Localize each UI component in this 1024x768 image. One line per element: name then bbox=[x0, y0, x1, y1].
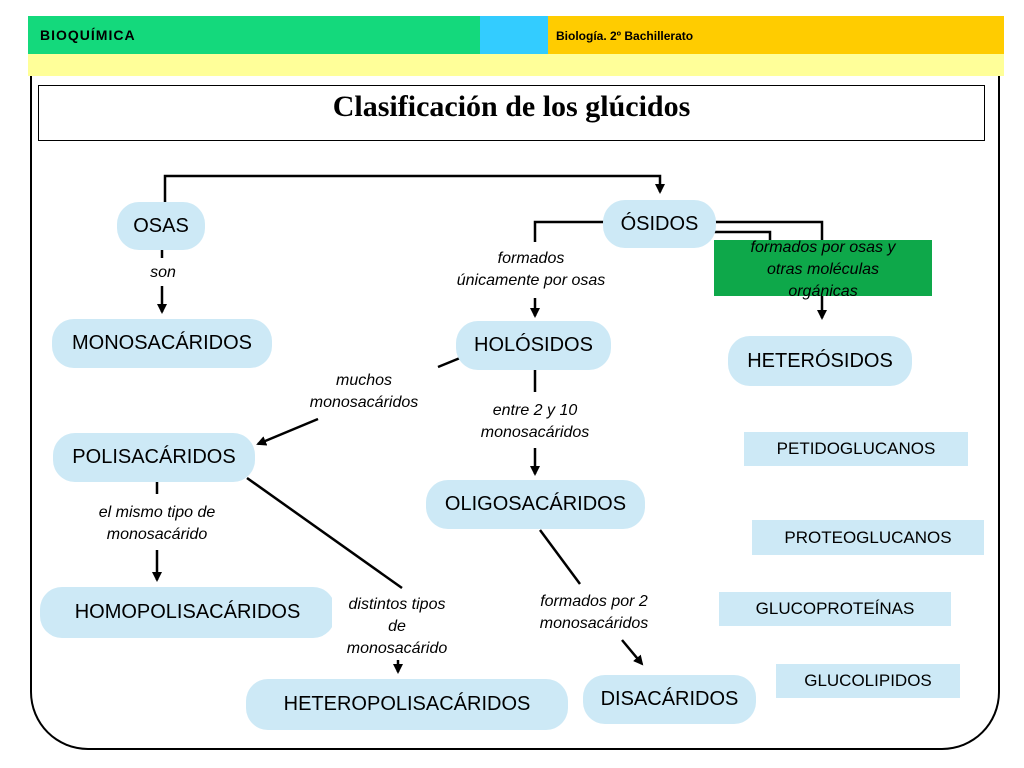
heterosido-type: GLUCOLIPIDOS bbox=[776, 664, 960, 698]
link-oligo-di bbox=[538, 529, 582, 585]
node-heterosidos: HETERÓSIDOS bbox=[728, 336, 912, 386]
link-holo-poli-top bbox=[437, 356, 461, 369]
label-mismo-tipo: el mismo tipo de monosacárido bbox=[82, 502, 232, 546]
link-osidos-holosidos-top bbox=[533, 220, 605, 242]
node-osidos: ÓSIDOS bbox=[603, 200, 716, 248]
label-muchos: muchos monosacáridos bbox=[296, 370, 432, 414]
slide-frame bbox=[30, 76, 1000, 750]
link-osidos-heterosidos-2 bbox=[712, 230, 772, 240]
node-osas: OSAS bbox=[117, 202, 205, 250]
page-title: Clasificación de los glúcidos bbox=[332, 90, 691, 123]
link-holo-poli bbox=[256, 417, 319, 446]
label-entre: entre 2 y 10 monosacáridos bbox=[466, 400, 604, 444]
node-monosacaridos: MONOSACÁRIDOS bbox=[52, 319, 272, 368]
node-disacaridos: DISACÁRIDOS bbox=[583, 675, 756, 724]
header-subject: BIOQUÍMICA bbox=[40, 27, 136, 43]
header-bar-yellow bbox=[548, 16, 1004, 54]
label-son: son bbox=[136, 262, 190, 284]
node-holosidos: HOLÓSIDOS bbox=[456, 321, 611, 370]
header-bar-cyan bbox=[480, 16, 548, 54]
link-poli-hetero bbox=[246, 476, 403, 590]
link-oligo-di-arrow bbox=[621, 639, 644, 666]
node-homopolisacaridos: HOMOPOLISACÁRIDOS bbox=[40, 587, 335, 638]
link-root bbox=[163, 174, 665, 202]
title-box: Clasificación de los glúcidos bbox=[38, 85, 985, 141]
label-otras-moleculas: formados por osas y otras moléculas orgá… bbox=[714, 239, 932, 300]
heterosido-type: PROTEOGLUCANOS bbox=[752, 520, 984, 555]
header-course: Biología. 2º Bachillerato bbox=[556, 29, 694, 43]
heterosido-type: GLUCOPROTEÍNAS bbox=[719, 592, 951, 626]
node-heteropolisacaridos: HETEROPOLISACÁRIDOS bbox=[246, 679, 568, 730]
node-oligosacaridos: OLIGOSACÁRIDOS bbox=[426, 480, 645, 529]
label-por-2: formados por 2 monosacáridos bbox=[524, 591, 664, 635]
node-polisacaridos: POLISACÁRIDOS bbox=[53, 433, 255, 482]
header-bar-pale bbox=[28, 54, 1004, 76]
heterosido-type: PETIDOGLUCANOS bbox=[744, 432, 968, 466]
header-bar-green bbox=[28, 16, 480, 54]
label-formados-osas: formados únicamente por osas bbox=[437, 248, 625, 292]
label-distintos: distintos tipos de monosacárido bbox=[332, 594, 462, 660]
